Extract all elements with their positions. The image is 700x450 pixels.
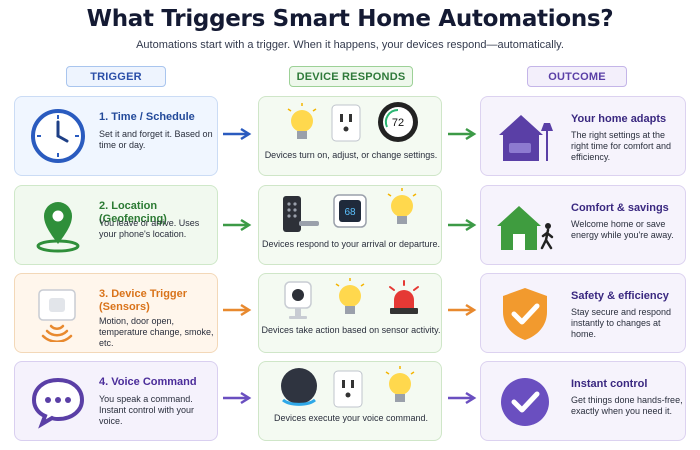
responds-text: Devices respond to your arrival or depar… xyxy=(261,239,441,249)
outcome-card-comfort: Comfort & savings Welcome home or save e… xyxy=(480,185,686,265)
trigger-column-header: TRIGGER xyxy=(66,66,166,87)
arrow-right-icon xyxy=(223,127,252,141)
clock-icon xyxy=(31,109,85,163)
arrow-right-icon xyxy=(448,391,477,405)
responds-card-sensors: Devices take action based on sensor acti… xyxy=(258,273,442,353)
responds-card-location: 68 Devices respond to your arrival or de… xyxy=(258,185,442,265)
motion-sensor-icon xyxy=(38,289,76,342)
responds-card-time: 72 Devices turn on, adjust, or change se… xyxy=(258,96,442,176)
thermostat-readout: 68 xyxy=(344,207,356,218)
thermostat-icon: 72 xyxy=(378,102,418,142)
responds-text: Devices execute your voice command. xyxy=(273,413,429,423)
trigger-desc: You speak a command. Instant control wit… xyxy=(99,394,195,426)
outcome-card-adapts: Your home adapts The right settings at t… xyxy=(480,96,686,176)
arrow-right-icon xyxy=(448,127,477,141)
camera-icon xyxy=(284,281,312,319)
page-title: What Triggers Smart Home Automations? xyxy=(86,6,614,32)
light-bulb-icon xyxy=(287,103,317,139)
arrow-right-icon xyxy=(448,218,477,232)
siren-icon xyxy=(389,280,419,314)
location-pin-icon xyxy=(36,202,80,253)
trigger-desc: Motion, door open, temperature change, s… xyxy=(99,316,214,348)
trigger-title: 4. Voice Command xyxy=(99,376,197,388)
light-bulb-icon xyxy=(385,366,415,402)
outcome-desc: Welcome home or save energy while you're… xyxy=(571,219,674,240)
smart-speaker-icon xyxy=(281,368,317,406)
trigger-card-location: 2. Location (Geofencing) You leave or ar… xyxy=(14,185,218,265)
arrow-right-icon xyxy=(223,391,252,405)
smart-lock-icon xyxy=(283,196,319,232)
outcome-desc: Get things done hands-free, exactly when… xyxy=(571,395,683,416)
trigger-desc: Set it and forget it. Based on time or d… xyxy=(99,129,213,150)
trigger-desc: You leave or arrive. Uses your phone's l… xyxy=(99,218,200,239)
light-bulb-icon xyxy=(387,188,417,224)
thermostat-readout: 72 xyxy=(392,117,404,129)
outcome-desc: The right settings at the right time for… xyxy=(571,130,672,162)
outcome-title: Instant control xyxy=(571,378,648,390)
outcome-card-control: Instant control Get things done hands-fr… xyxy=(480,361,686,441)
responds-text: Devices take action based on sensor acti… xyxy=(261,325,441,335)
speech-bubble-icon xyxy=(31,377,85,429)
outcome-title: Comfort & savings xyxy=(571,202,669,214)
thermostat-icon: 68 xyxy=(333,194,367,228)
home-lamp-icon xyxy=(499,115,553,161)
light-bulb-icon xyxy=(335,278,365,314)
arrow-right-icon xyxy=(448,303,477,317)
trigger-card-sensors: 3. Device Trigger (Sensors) Motion, door… xyxy=(14,273,218,353)
trigger-card-voice: 4. Voice Command You speak a command. In… xyxy=(14,361,218,441)
outcome-column-header: OUTCOME xyxy=(527,66,627,87)
trigger-title: 1. Time / Schedule xyxy=(99,111,195,123)
outcome-desc: Stay secure and respond instantly to cha… xyxy=(571,307,672,339)
house-walking-icon xyxy=(497,206,554,250)
responds-column-header: DEVICE RESPONDS xyxy=(289,66,413,87)
outcome-card-safety: Safety & efficiency Stay secure and resp… xyxy=(480,273,686,353)
trigger-title: 2. Location (Geofencing) xyxy=(99,200,167,225)
arrow-right-icon xyxy=(223,218,252,232)
responds-card-voice: Devices execute your voice command. xyxy=(258,361,442,441)
smart-plug-icon xyxy=(331,104,361,142)
smart-plug-icon xyxy=(333,370,363,408)
arrow-right-icon xyxy=(223,303,252,317)
outcome-title: Your home adapts xyxy=(571,113,667,125)
check-circle-icon xyxy=(501,378,549,426)
trigger-title: 3. Device Trigger (Sensors) xyxy=(99,288,188,313)
outcome-title: Safety & efficiency xyxy=(571,290,669,302)
shield-check-icon xyxy=(503,288,547,340)
page-subtitle: Automations start with a trigger. When i… xyxy=(136,39,564,51)
trigger-card-time: 1. Time / Schedule Set it and forget it.… xyxy=(14,96,218,176)
responds-text: Devices turn on, adjust, or change setti… xyxy=(264,150,438,160)
